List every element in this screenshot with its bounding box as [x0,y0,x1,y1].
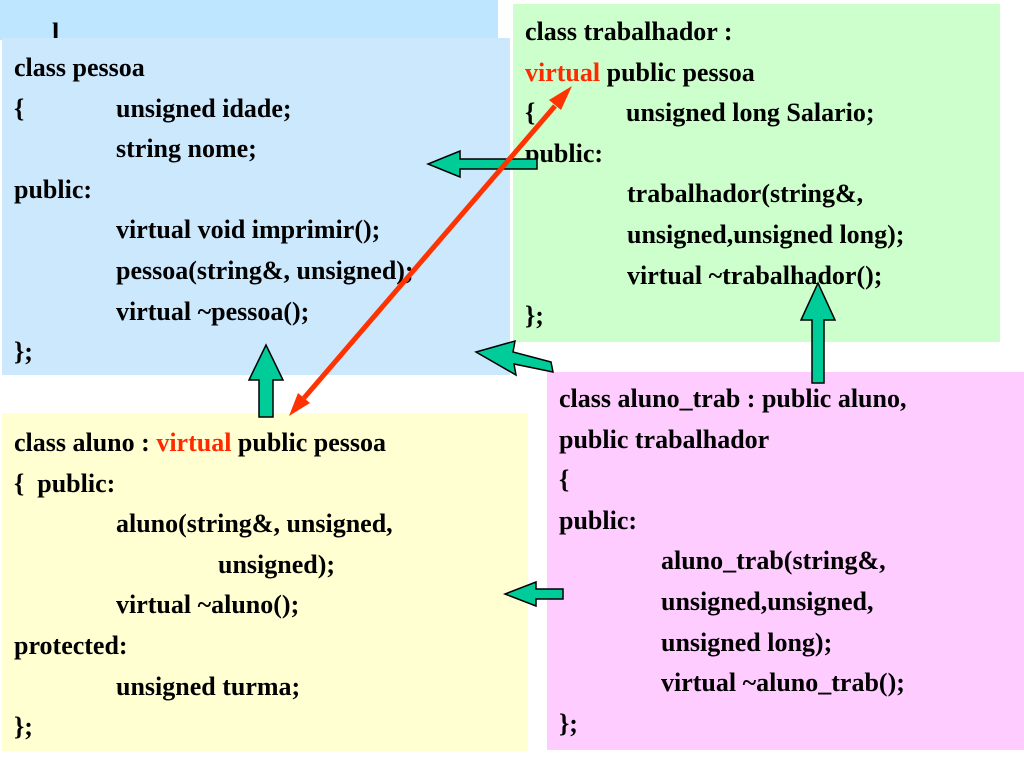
code-line: unsigned,unsigned long); [627,219,905,249]
code-line: }; [559,708,578,738]
code-line: virtual ~aluno(); [116,590,300,620]
code-line: unsigned long); [661,627,833,657]
code-line: class aluno : virtual public pessoa [14,423,528,464]
code-line: virtual ~aluno_trab(); [661,668,905,698]
code-line: virtual ~trabalhador(); [627,260,883,290]
code-text: public pessoa [600,57,755,87]
code-line: string nome; [116,134,257,164]
code-line: virtual ~pessoa(); [116,296,310,326]
code-line: { public: [14,468,116,498]
code-text: public pessoa [231,428,387,457]
code-line: pessoa(string&, unsigned); [116,255,414,285]
class-pessoa-box: class pessoa { unsigned idade; string nom… [2,38,510,375]
code-line: protected: [14,630,128,660]
pessoa-back-text: l [52,18,60,47]
code-line: aluno_trab(string&, [661,546,886,576]
code-line: }; [14,712,33,742]
code-line: }; [525,301,544,331]
code-line: trabalhador(string&, [627,179,864,209]
code-line: class pessoa [14,53,145,82]
code-line: { unsigned idade; [14,89,510,130]
class-trabalhador-box: class trabalhador : virtual public pesso… [513,4,1000,342]
code-line: public: [559,505,638,535]
code-line: class aluno_trab : public aluno, [559,384,907,413]
code-line: unsigned turma; [116,671,301,701]
code-text: class aluno : [14,428,157,457]
code-text: unsigned idade; [116,93,292,123]
code-line: public: [525,138,604,168]
code-text: unsigned long Salario; [626,98,875,128]
code-line: { [559,465,570,495]
code-line: public: [14,174,93,204]
code-line: aluno(string&, unsigned, [116,509,393,539]
code-line: }; [14,337,33,367]
code-line: unsigned,unsigned, [661,586,874,616]
code-line: { unsigned long Salario; [525,93,1000,134]
code-line: virtual public pessoa [525,53,1000,94]
code-brace: { [525,98,536,128]
code-line: public trabalhador [559,424,770,454]
class-aluno-trab-box: class aluno_trab : public aluno, public … [547,372,1024,750]
code-line: virtual void imprimir(); [116,215,381,245]
pessoa-back-panel [0,0,498,40]
virtual-keyword: virtual [525,57,601,87]
code-line: class trabalhador : [525,17,733,46]
class-aluno-box: class aluno : virtual public pessoa { pu… [2,413,528,751]
virtual-keyword: virtual [156,428,232,457]
code-line: unsigned); [218,549,336,579]
code-brace: { [14,93,25,123]
